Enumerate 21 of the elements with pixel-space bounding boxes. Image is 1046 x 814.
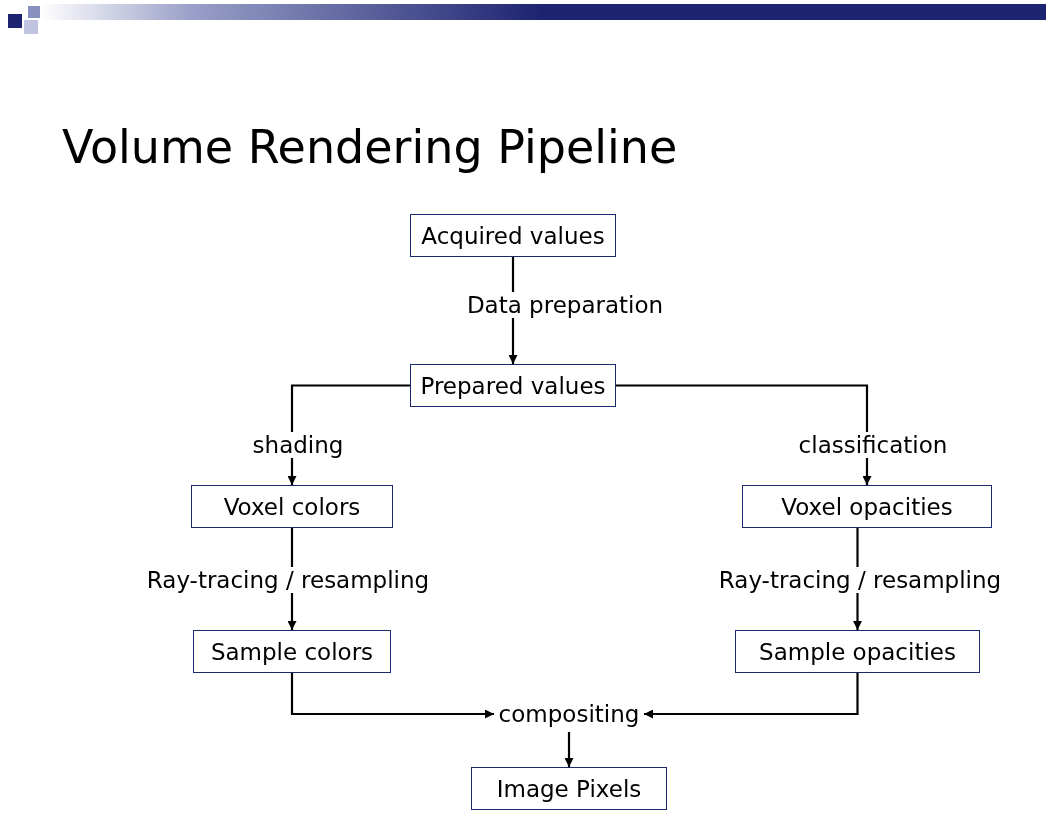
arrow [287, 384, 410, 485]
box-label: Acquired values [421, 222, 605, 249]
process-box [742, 485, 992, 528]
process-box [191, 485, 393, 528]
box-label: Voxel colors [223, 493, 361, 520]
step-label: compositing [498, 701, 640, 727]
process-box [193, 630, 391, 673]
box-label: Sample colors [210, 638, 374, 665]
box-label: Prepared values [420, 372, 606, 399]
arrow [644, 673, 859, 719]
title: Volume Rendering Pipeline [62, 120, 678, 174]
process-box [471, 767, 667, 810]
arrow [616, 384, 872, 485]
process-box [735, 630, 980, 673]
arrow [290, 673, 494, 719]
arrow [564, 732, 574, 767]
box-label: Image Pixels [496, 775, 642, 802]
box-label: Sample opacities [759, 638, 956, 665]
process-box [410, 214, 616, 257]
process-box [410, 364, 616, 407]
box-label: Voxel opacities [781, 493, 953, 520]
